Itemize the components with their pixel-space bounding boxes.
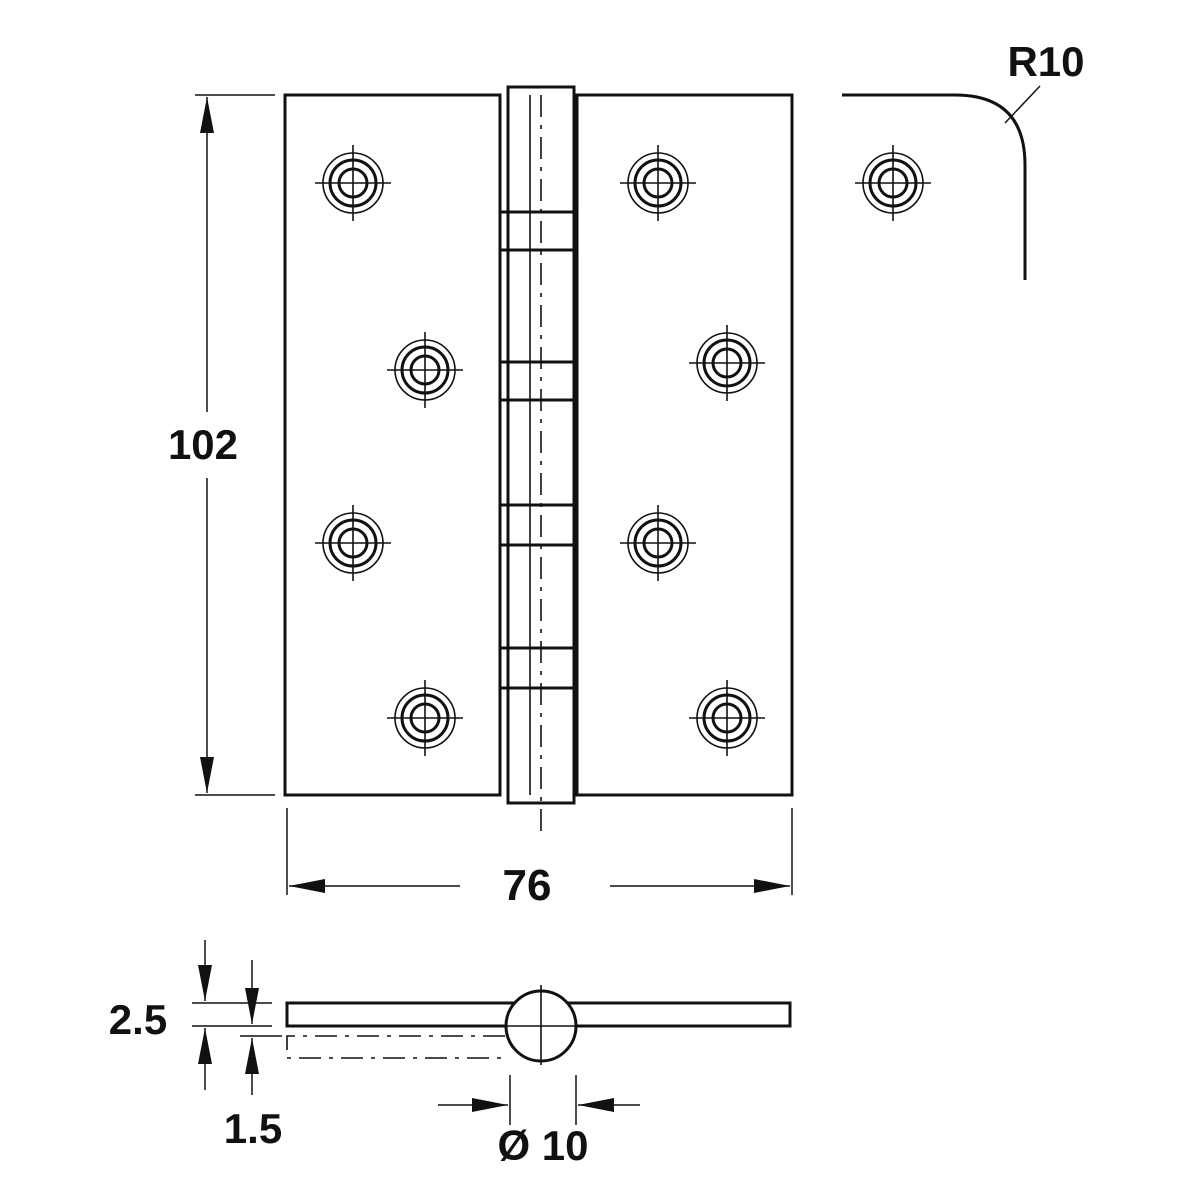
height-dimension: 102 xyxy=(168,94,275,796)
width-dimension: 76 xyxy=(286,808,793,910)
corner-radius-detail: R10 xyxy=(842,38,1085,280)
height-label: 102 xyxy=(168,421,238,468)
screw-hole xyxy=(387,332,463,408)
screw-hole xyxy=(689,325,765,401)
radius-label: R10 xyxy=(1007,38,1084,85)
screw-holes xyxy=(315,145,765,756)
knuckle-barrel xyxy=(506,85,576,805)
screw-hole xyxy=(315,145,391,221)
right-leaf xyxy=(575,93,794,797)
leaf-thickness-dimension: 2.5 xyxy=(109,940,272,1090)
screw-hole xyxy=(620,145,696,221)
open-leaf-phantom xyxy=(286,1035,505,1059)
screw-hole xyxy=(315,505,391,581)
gap-label: 1.5 xyxy=(224,1105,282,1152)
hinge-front-view xyxy=(283,85,794,835)
knuckle-segments xyxy=(498,210,579,690)
screw-hole xyxy=(689,680,765,756)
screw-hole xyxy=(855,145,931,221)
left-leaf xyxy=(283,93,502,797)
hinge-side-view: 2.5 1.5 Ø 10 xyxy=(109,940,792,1169)
leaf-thickness-label: 2.5 xyxy=(109,996,167,1043)
gap-dimension: 1.5 xyxy=(224,960,282,1152)
screw-hole xyxy=(387,680,463,756)
width-label: 76 xyxy=(503,861,552,910)
knuckle-diameter-label: Ø 10 xyxy=(497,1122,588,1169)
knuckle-diameter-dimension: Ø 10 xyxy=(438,1075,640,1169)
screw-hole xyxy=(620,505,696,581)
